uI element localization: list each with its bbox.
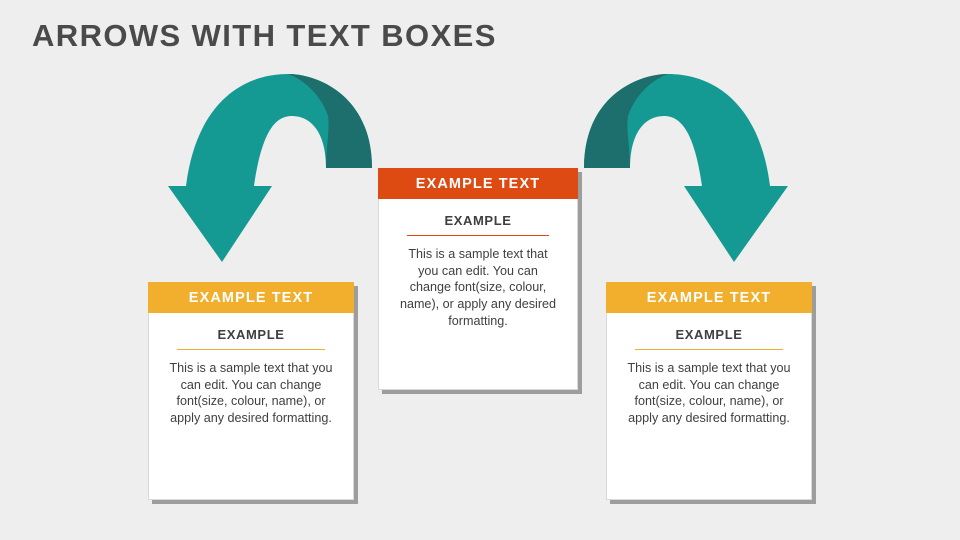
card-right-subtitle: EXAMPLE — [635, 327, 783, 350]
card-right-body: EXAMPLE This is a sample text that you c… — [606, 313, 812, 500]
card-center[interactable]: EXAMPLE TEXT EXAMPLE This is a sample te… — [378, 168, 582, 394]
right-arrow — [584, 74, 788, 262]
page-title: ARROWS WITH TEXT BOXES — [32, 18, 497, 53]
card-left-text: This is a sample text that you can edit.… — [169, 361, 333, 426]
card-right-text: This is a sample text that you can edit.… — [627, 361, 791, 426]
left-arrow — [168, 74, 372, 262]
card-left-header: EXAMPLE TEXT — [148, 282, 354, 313]
card-center-text: This is a sample text that you can edit.… — [399, 247, 557, 328]
card-right-header: EXAMPLE TEXT — [606, 282, 812, 313]
card-left[interactable]: EXAMPLE TEXT EXAMPLE This is a sample te… — [148, 282, 358, 504]
card-center-subtitle: EXAMPLE — [407, 213, 549, 236]
card-right[interactable]: EXAMPLE TEXT EXAMPLE This is a sample te… — [606, 282, 816, 504]
card-center-body: EXAMPLE This is a sample text that you c… — [378, 199, 578, 390]
card-left-subtitle: EXAMPLE — [177, 327, 325, 350]
card-left-body: EXAMPLE This is a sample text that you c… — [148, 313, 354, 500]
card-center-header: EXAMPLE TEXT — [378, 168, 578, 199]
